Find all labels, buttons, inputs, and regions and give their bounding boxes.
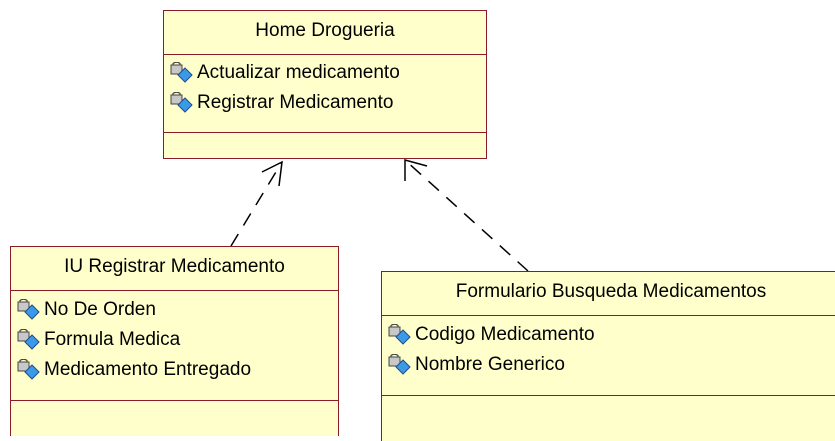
class-members-section: Codigo Medicamento Nombre Generico	[382, 316, 835, 396]
member-label: Codigo Medicamento	[415, 324, 595, 345]
dependency-line-form-to-home	[404, 159, 529, 272]
lock-diamond-icon	[388, 324, 411, 345]
dependency-arrowhead-iu	[261, 160, 283, 187]
class-member[interactable]: No De Orden	[11, 295, 338, 325]
class-operations-section	[11, 401, 338, 441]
member-label: Registrar Medicamento	[197, 92, 394, 113]
class-members-section: Actualizar medicamento Registrar Medicam…	[164, 55, 486, 133]
class-member[interactable]: Actualizar medicamento	[164, 58, 486, 88]
uml-class-diagram: Home Drogueria Actualizar medicamento Re…	[10, 10, 835, 441]
class-members-section: No De Orden Formula Medica Medicamento E…	[11, 291, 338, 401]
class-member[interactable]: Nombre Generico	[382, 350, 835, 380]
member-label: Formula Medica	[44, 329, 181, 350]
lock-diamond-icon	[388, 354, 411, 375]
class-operations-section	[382, 396, 835, 436]
class-member[interactable]: Registrar Medicamento	[164, 88, 486, 118]
lock-diamond-icon	[17, 359, 40, 380]
dependency-line-iu-to-home	[230, 161, 283, 247]
class-box-formulario-busqueda-medicamentos[interactable]: Formulario Busqueda Medicamentos Codigo …	[381, 271, 835, 441]
lock-diamond-icon	[17, 299, 40, 320]
lock-diamond-icon	[170, 92, 193, 113]
lock-diamond-icon	[170, 62, 193, 83]
member-label: Medicamento Entregado	[44, 359, 252, 380]
member-label: Actualizar medicamento	[197, 62, 400, 83]
class-name: Home Drogueria	[164, 11, 486, 55]
lock-diamond-icon	[17, 329, 40, 350]
member-label: No De Orden	[44, 299, 156, 320]
class-member[interactable]: Codigo Medicamento	[382, 320, 835, 350]
dependency-arrowhead-form	[404, 159, 428, 181]
class-member[interactable]: Medicamento Entregado	[11, 355, 338, 385]
class-box-home-drogueria[interactable]: Home Drogueria Actualizar medicamento Re…	[163, 10, 487, 159]
class-operations-section	[164, 133, 486, 158]
class-name: IU Registrar Medicamento	[11, 247, 338, 291]
member-label: Nombre Generico	[415, 354, 565, 375]
class-name: Formulario Busqueda Medicamentos	[382, 272, 835, 316]
class-member[interactable]: Formula Medica	[11, 325, 338, 355]
class-box-iu-registrar-medicamento[interactable]: IU Registrar Medicamento No De Orden For…	[10, 246, 339, 436]
